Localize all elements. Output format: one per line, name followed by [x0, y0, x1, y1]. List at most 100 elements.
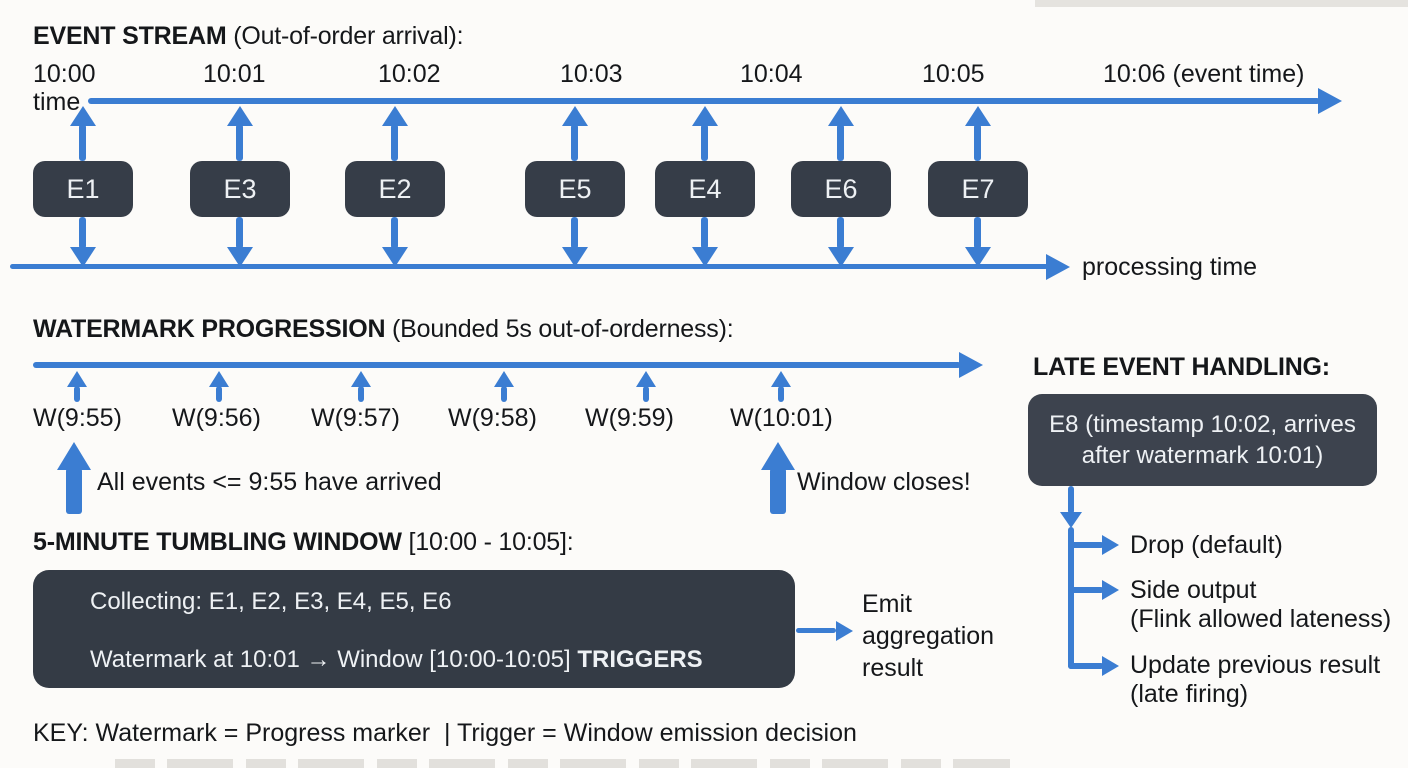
- event-time-axis-arrowhead-icon: [1318, 88, 1342, 114]
- option-update-previous: Update previous result (late firing): [1130, 651, 1380, 709]
- tick-1005: 10:05: [922, 60, 985, 88]
- watermark-label-1001: W(10:01): [730, 404, 833, 432]
- up-arrowhead-icon: [965, 106, 991, 126]
- tick-1004: 10:04: [740, 60, 803, 88]
- window-closes-arrowhead-icon: [761, 442, 795, 470]
- e8-connector-shaft: [1068, 486, 1074, 514]
- watermark-tick-shaft: [643, 386, 649, 402]
- watermark-label-955: W(9:55): [33, 404, 122, 432]
- e8-line1: E8 (timestamp 10:02, arrives: [1049, 411, 1356, 438]
- window-closes-annotation: Window closes!: [797, 468, 971, 496]
- collecting-line: Collecting: E1, E2, E3, E4, E5, E6: [90, 588, 452, 615]
- trigger-line-prefix: Watermark at 10:01 → Window [10:00-10:05…: [90, 646, 578, 673]
- all-arrived-arrow-shaft: [66, 468, 82, 514]
- emit-arrowhead-icon: [836, 621, 853, 641]
- all-arrived-annotation: All events <= 9:55 have arrived: [97, 468, 442, 496]
- tumbling-window-title: 5-MINUTE TUMBLING WINDOW [10:00 - 10:05]…: [33, 528, 574, 557]
- drop-branch-arrowhead-icon: [1102, 535, 1119, 555]
- down-arrow-shaft: [974, 217, 981, 249]
- drop-branch-line: [1068, 542, 1104, 548]
- watermark-title-rest: (Bounded 5s out-of-orderness):: [385, 315, 734, 343]
- watermark-tick-shaft: [501, 386, 507, 402]
- event-box-e1: E1: [33, 161, 133, 217]
- watermark-axis-line: [33, 362, 961, 368]
- watermark-tick-arrowhead-icon: [209, 371, 229, 387]
- up-arrowhead-icon: [692, 106, 718, 126]
- option-side-output: Side output (Flink allowed lateness): [1130, 576, 1391, 634]
- tick-1002: 10:02: [378, 60, 441, 88]
- down-arrowhead-icon: [965, 247, 991, 267]
- down-arrow-shaft: [391, 217, 398, 249]
- up-arrowhead-icon: [562, 106, 588, 126]
- tick-1001: 10:01: [203, 60, 266, 88]
- tick-1000: 10:00: [33, 60, 96, 88]
- watermark-tick-shaft: [216, 386, 222, 402]
- option-side-output-line2: (Flink allowed lateness): [1130, 605, 1392, 633]
- up-arrow-shaft: [236, 124, 243, 161]
- watermark-label-958: W(9:58): [448, 404, 537, 432]
- down-arrowhead-icon: [227, 247, 253, 267]
- processing-time-axis-arrowhead-icon: [1046, 254, 1070, 280]
- watermark-tick-arrowhead-icon: [351, 371, 371, 387]
- down-arrowhead-icon: [692, 247, 718, 267]
- window-closes-arrow-shaft: [770, 468, 786, 514]
- down-arrowhead-icon: [828, 247, 854, 267]
- watermark-tick-arrowhead-icon: [636, 371, 656, 387]
- late-event-e8-box: E8 (timestamp 10:02, arrives after water…: [1028, 394, 1377, 486]
- up-arrowhead-icon: [70, 106, 96, 126]
- down-arrowhead-icon: [70, 247, 96, 267]
- up-arrow-shaft: [701, 124, 708, 161]
- watermark-tick-arrowhead-icon: [494, 371, 514, 387]
- up-arrowhead-icon: [828, 106, 854, 126]
- late-handling-title-bold: LATE EVENT HANDLING:: [1033, 353, 1330, 381]
- tumbling-window-title-rest: [10:00 - 10:05]:: [401, 528, 574, 556]
- update-branch-line: [1068, 663, 1104, 669]
- watermark-label-959: W(9:59): [585, 404, 674, 432]
- late-options-trunk: [1068, 527, 1074, 669]
- down-arrow-shaft: [837, 217, 844, 249]
- event-stream-title-bold: EVENT STREAM: [33, 22, 227, 50]
- trigger-line: Watermark at 10:01 → Window [10:00-10:05…: [90, 646, 703, 674]
- e8-line2: after watermark 10:01): [1081, 442, 1324, 469]
- option-update-line1: Update previous result: [1130, 651, 1381, 679]
- down-arrowhead-icon: [382, 247, 408, 267]
- watermark-tick-arrowhead-icon: [771, 371, 791, 387]
- down-arrow-shaft: [571, 217, 578, 249]
- up-arrow-shaft: [79, 124, 86, 161]
- watermark-title-bold: WATERMARK PROGRESSION: [33, 315, 386, 343]
- down-arrow-shaft: [701, 217, 708, 249]
- side-output-branch-line: [1068, 587, 1104, 593]
- down-arrowhead-icon: [562, 247, 588, 267]
- watermark-tick-shaft: [358, 386, 364, 402]
- down-arrow-shaft: [236, 217, 243, 249]
- watermark-tick-shaft: [778, 386, 784, 402]
- late-handling-title: LATE EVENT HANDLING:: [1033, 353, 1330, 382]
- tick-1006-event-time: 10:06 (event time): [1103, 60, 1305, 88]
- watermark-axis-arrowhead-icon: [959, 352, 983, 378]
- event-box-e2: E2: [345, 161, 445, 217]
- emit-result-label: Emit aggregation result: [862, 590, 995, 682]
- event-box-e7: E7: [928, 161, 1028, 217]
- event-box-e5: E5: [525, 161, 625, 217]
- up-arrow-shaft: [391, 124, 398, 161]
- processing-time-label: processing time: [1082, 253, 1258, 281]
- event-stream-title: EVENT STREAM (Out-of-order arrival):: [33, 22, 464, 51]
- option-update-line2: (late firing): [1130, 680, 1249, 708]
- all-arrived-arrowhead-icon: [57, 442, 91, 470]
- event-box-e6: E6: [791, 161, 891, 217]
- processing-time-axis-line: [10, 264, 1048, 269]
- up-arrowhead-icon: [227, 106, 253, 126]
- cropped-content-strip-top: [1035, 0, 1408, 7]
- option-drop-line1: Drop (default): [1130, 531, 1283, 559]
- option-drop: Drop (default): [1130, 531, 1283, 560]
- update-branch-arrowhead-icon: [1102, 656, 1119, 676]
- watermark-title: WATERMARK PROGRESSION (Bounded 5s out-of…: [33, 315, 734, 344]
- e8-connector-arrowhead-icon: [1060, 512, 1082, 528]
- cropped-content-strip-bottom: [115, 759, 1010, 768]
- up-arrow-shaft: [571, 124, 578, 161]
- up-arrow-shaft: [974, 124, 981, 161]
- trigger-line-bold: TRIGGERS: [577, 646, 703, 673]
- event-box-e4: E4: [655, 161, 755, 217]
- key-legend: KEY: Watermark = Progress marker | Trigg…: [33, 719, 857, 747]
